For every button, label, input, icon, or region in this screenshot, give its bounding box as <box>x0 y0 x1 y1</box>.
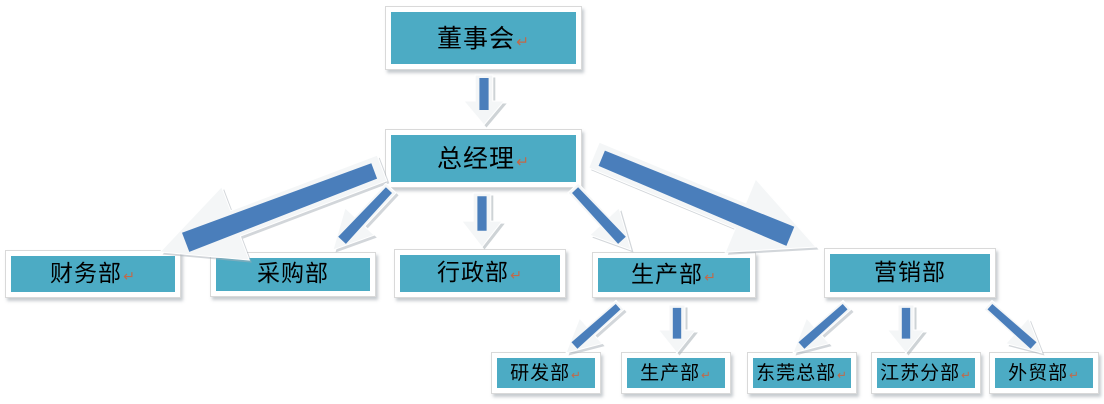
org-node-fill: 财务部↵ <box>11 256 175 292</box>
org-node-fill: 董事会↵ <box>391 12 576 64</box>
org-node-label: 行政部↵ <box>437 260 523 286</box>
org-node-fill: 采购部 <box>216 258 370 291</box>
connector-arrow-gm-to-procurement <box>332 182 399 253</box>
org-node-gm[interactable]: 总经理↵ <box>385 129 582 188</box>
org-node-label: 财务部↵ <box>50 260 136 287</box>
connector-arrow-gm-to-admin <box>460 192 505 250</box>
org-node-fill: 总经理↵ <box>391 135 576 182</box>
org-node-fill: 生产部↵ <box>627 358 725 388</box>
paragraph-mark-icon: ↵ <box>516 153 530 171</box>
org-node-label: 外贸部↵ <box>1008 361 1080 384</box>
org-node-label: 董事会↵ <box>436 23 530 53</box>
paragraph-mark-icon: ↵ <box>1069 367 1080 382</box>
paragraph-mark-icon: ↵ <box>571 367 582 382</box>
org-node-fill: 外贸部↵ <box>995 358 1093 388</box>
org-node-label: 总经理↵ <box>436 144 530 173</box>
org-node-fill: 江苏分部↵ <box>877 358 975 388</box>
org-node-foreign[interactable]: 外贸部↵ <box>989 352 1099 394</box>
paragraph-mark-icon: ↵ <box>837 367 848 382</box>
connector-arrow-gm-to-marketing <box>588 141 819 255</box>
org-node-board[interactable]: 董事会↵ <box>385 6 582 70</box>
connector-arrow-mkt-to-foreign <box>983 299 1045 356</box>
org-node-fill: 生产部↵ <box>598 258 750 292</box>
org-node-label: 东莞总部↵ <box>756 361 848 384</box>
org-node-label: 营销部 <box>874 259 946 286</box>
paragraph-mark-icon: ↵ <box>701 367 712 382</box>
org-node-jiangsu[interactable]: 江苏分部↵ <box>871 352 981 394</box>
connector-arrow-prod-to-rnd <box>565 299 627 356</box>
org-node-dongguan[interactable]: 东莞总部↵ <box>747 352 857 394</box>
paragraph-mark-icon: ↵ <box>961 367 972 382</box>
org-node-fill: 研发部↵ <box>497 358 595 388</box>
connector-arrow-mkt-to-dongguan <box>792 299 854 356</box>
org-node-prod-sub[interactable]: 生产部↵ <box>621 352 731 394</box>
connector-arrow-mkt-to-jiangsu <box>886 304 927 356</box>
connector-arrow-board-to-gm <box>462 74 507 128</box>
paragraph-mark-icon: ↵ <box>123 268 136 285</box>
org-node-finance[interactable]: 财务部↵ <box>5 250 181 298</box>
org-node-fill: 行政部↵ <box>400 255 560 292</box>
org-node-fill: 营销部 <box>830 254 990 292</box>
org-node-fill: 东莞总部↵ <box>753 358 851 388</box>
org-node-rnd[interactable]: 研发部↵ <box>491 352 601 394</box>
org-node-label: 江苏分部↵ <box>880 361 972 384</box>
org-node-label: 研发部↵ <box>510 361 582 384</box>
org-node-production[interactable]: 生产部↵ <box>592 252 756 298</box>
org-node-procurement[interactable]: 采购部 <box>210 252 376 297</box>
org-node-marketing[interactable]: 营销部 <box>824 248 996 298</box>
paragraph-mark-icon: ↵ <box>516 32 530 51</box>
paragraph-mark-icon: ↵ <box>510 268 523 284</box>
connector-arrow-prod-to-prodsub <box>657 304 698 356</box>
org-node-admin[interactable]: 行政部↵ <box>394 249 566 298</box>
org-node-label: 生产部↵ <box>631 261 717 288</box>
connector-arrow-gm-to-finance <box>158 154 390 263</box>
org-node-label: 生产部↵ <box>640 361 712 384</box>
connector-arrow-gm-to-production <box>567 182 634 253</box>
paragraph-mark-icon: ↵ <box>704 269 717 286</box>
org-node-label: 采购部 <box>257 261 329 287</box>
